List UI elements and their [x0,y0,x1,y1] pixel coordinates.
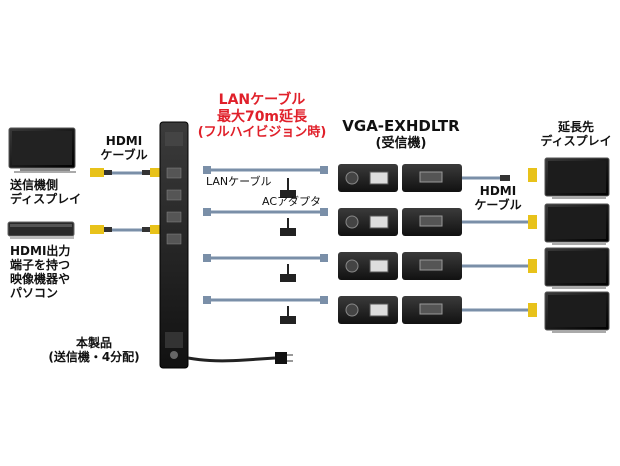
hdmi-cable-right-1 [462,168,537,182]
extended-display-2 [544,203,610,245]
extended-display-3 [544,247,610,289]
source-device-box [7,221,75,239]
hdmi-cable-right-2 [462,215,537,229]
lan-cable-row-4 [203,296,328,324]
lan-cable-note: LANケーブル 最大70m延長 (フルハイビジョン時) [196,92,328,140]
lan-cable-note-line3: (フルハイビジョン時) [197,125,327,141]
receiver-row-1 [338,164,462,192]
main-product-line2: (送信機・4分配) [48,350,140,365]
receiver-model-name: VGA-EXHDLTR [342,117,460,135]
extended-display-line1: 延長先 [557,120,594,134]
source-device-line3: 映像機器や [10,272,71,287]
hdmi-cable-right-line1: HDMI [479,184,517,198]
ac-adapter-label: ACアダプタ [262,195,322,208]
receiver-row-2 [338,208,462,236]
receiver-row-3 [338,252,462,280]
receiver-row-4 [338,296,462,324]
hdmi-cable-left-line2: ケーブル [100,148,148,163]
receiver-model-sub: (受信機) [375,135,427,151]
receiver-model-label: VGA-EXHDLTR (受信機) [336,117,466,151]
sender-display-monitor [8,127,76,173]
sender-display-line1: 送信機側 [10,178,59,192]
main-product-splitter [159,121,189,369]
extended-display-label: 延長先 ディスプレイ [532,120,620,148]
main-product-line1: 本製品 [75,336,112,350]
lan-cable-row-3 [203,254,328,282]
hdmi-cable-left-line1: HDMI [105,134,143,148]
source-device-line4: パソコン [10,286,59,301]
hdmi-cable-right-label: HDMI ケーブル [466,184,530,212]
source-device-line1: HDMI出力 [10,244,71,258]
hdmi-cable-right-4 [462,303,537,317]
extended-display-1 [544,157,610,199]
hdmi-cable-right-3 [462,259,537,273]
hdmi-cable-left-top [90,168,164,177]
main-product-label: 本製品 (送信機・4分配) [34,336,154,364]
extended-display-line2: ディスプレイ [540,134,612,149]
sender-display-line2: ディスプレイ [10,192,82,207]
lan-cable-note-line1: LANケーブル [218,92,306,108]
hdmi-cable-right-line2: ケーブル [474,198,522,213]
power-cable [187,352,293,364]
extended-display-4 [544,291,610,333]
source-device-line2: 端子を持つ [10,258,71,273]
sender-display-label: 送信機側 ディスプレイ [10,178,81,206]
lan-cable-note-line2: 最大70m延長 [216,108,308,125]
source-device-label: HDMI出力 端子を持つ 映像機器や パソコン [10,244,70,301]
lan-cable-row-1 [203,166,328,198]
lan-cable-label: LANケーブル [206,175,272,188]
hdmi-cable-left-bottom [90,225,164,234]
hdmi-cable-left-label: HDMI ケーブル [92,134,156,162]
lan-cable-row-2 [203,208,328,236]
